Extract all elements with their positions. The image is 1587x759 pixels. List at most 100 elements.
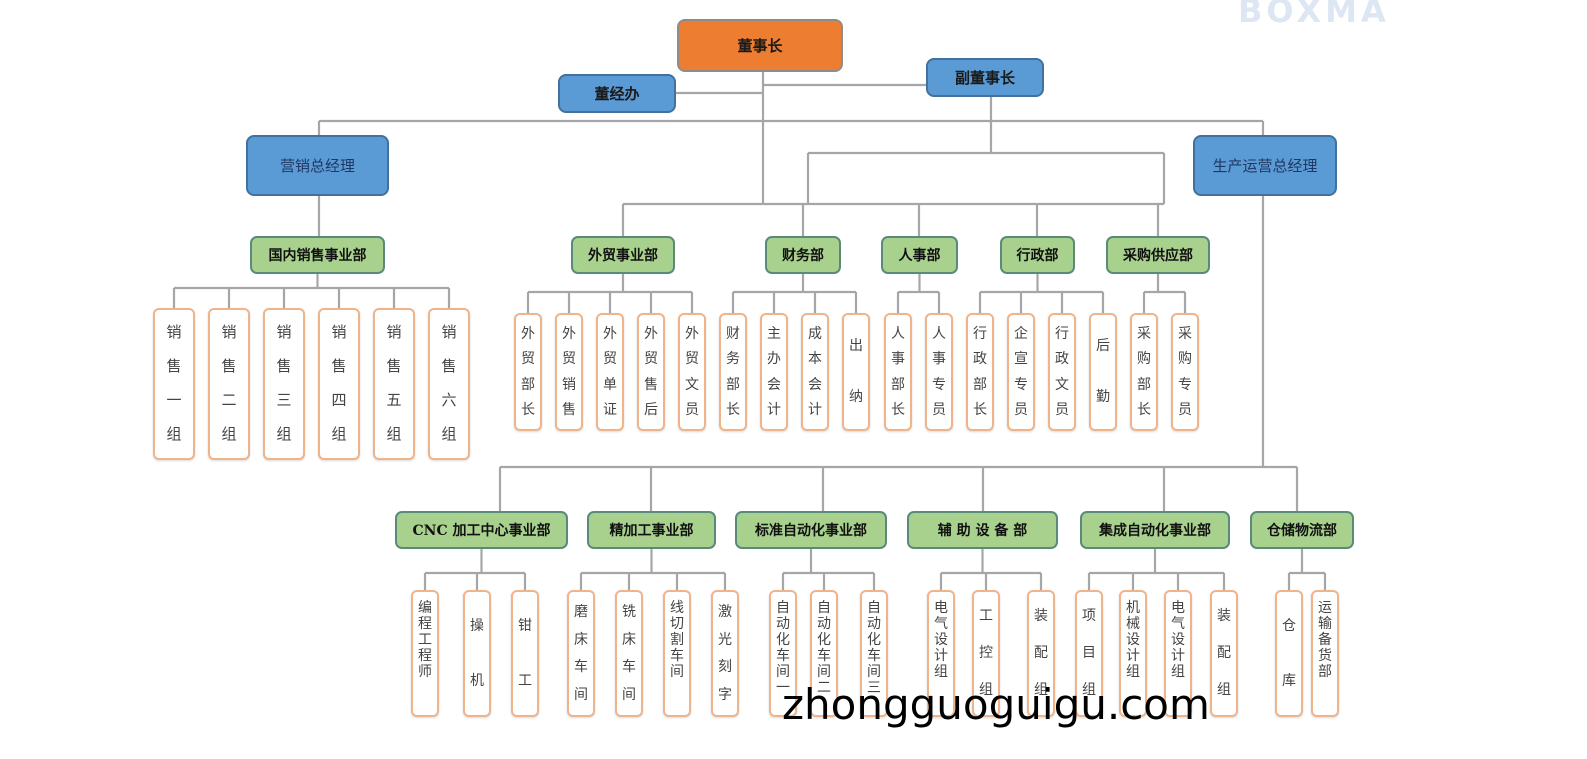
position-box[interactable]: 销售一组 (153, 308, 195, 460)
position-box[interactable]: 企宣专员 (1007, 313, 1035, 431)
position-char: 五 (386, 391, 402, 410)
department-box[interactable]: 行政部 (1000, 236, 1075, 274)
position-box[interactable]: 销售三组 (263, 308, 305, 460)
department-box[interactable]: 人事部 (881, 236, 958, 274)
department-box[interactable]: 国内销售事业部 (250, 236, 385, 274)
position-box[interactable]: 行政部长 (966, 313, 994, 431)
position-box[interactable]: 外贸单证 (596, 313, 624, 431)
position-box[interactable]: 运输备货部 (1311, 590, 1339, 717)
position-char: 销 (331, 323, 347, 342)
position-box[interactable]: 人事专员 (925, 313, 953, 431)
position-box[interactable]: 机械设计组 (1119, 590, 1147, 717)
position-box[interactable]: 工控组 (972, 590, 1000, 717)
position-box[interactable]: 磨床车间 (567, 590, 595, 717)
position-char: 本 (808, 351, 822, 368)
position-char: 长 (973, 402, 987, 419)
position-char: 电 (1171, 600, 1185, 616)
board-office-box[interactable]: 董经办 (558, 74, 676, 113)
position-char: 控 (979, 645, 993, 662)
position-box[interactable]: 外贸部长 (514, 313, 542, 431)
department-box[interactable]: 辅 助 设 备 部 (907, 511, 1058, 549)
position-char: 动 (776, 616, 790, 633)
position-char: 线 (670, 600, 684, 616)
department-box[interactable]: 财务部 (765, 236, 841, 274)
position-char: 专 (932, 376, 946, 393)
position-char: 组 (934, 664, 948, 681)
sales-gm-label: 营销总经理 (279, 157, 355, 175)
position-box[interactable]: 主办会计 (760, 313, 788, 431)
department-label: 集成自动化事业部 (1099, 523, 1211, 539)
department-box[interactable]: 外贸事业部 (571, 236, 675, 274)
department-box[interactable]: 精加工事业部 (587, 511, 716, 549)
position-box[interactable]: 行政文员 (1048, 313, 1076, 431)
position-box[interactable]: 激光刻字 (711, 590, 739, 717)
production-gm-box[interactable]: 生产运营总经理 (1193, 135, 1337, 196)
vice-chairman-box[interactable]: 副董事长 (926, 58, 1044, 97)
position-box[interactable]: 钳工 (511, 590, 539, 717)
position-char: 销 (276, 323, 292, 342)
position-box[interactable]: 销售五组 (373, 308, 415, 460)
position-box[interactable]: 自动化车间一 (769, 590, 797, 717)
sales-gm-box[interactable]: 营销总经理 (246, 135, 389, 196)
position-box[interactable]: 装配组 (1210, 590, 1238, 717)
position-box[interactable]: 项目组 (1075, 590, 1103, 717)
position-box[interactable]: 外贸文员 (678, 313, 706, 431)
position-char: 外 (603, 325, 617, 342)
department-box[interactable]: 集成自动化事业部 (1080, 511, 1230, 549)
department-box[interactable]: 标准自动化事业部 (735, 511, 887, 549)
position-box[interactable]: 财务部长 (719, 313, 747, 431)
position-box[interactable]: 仓库 (1275, 590, 1303, 717)
position-box[interactable]: 编程工程师 (411, 590, 439, 717)
position-box[interactable]: 采购专员 (1171, 313, 1199, 431)
position-char: 激 (718, 603, 732, 620)
vice-chairman-label: 副董事长 (954, 69, 1015, 87)
position-char: 单 (603, 376, 617, 393)
chairman-box[interactable]: 董事长 (677, 19, 843, 72)
department-box[interactable]: 仓储物流部 (1250, 511, 1354, 549)
position-box[interactable]: 线切割车间 (663, 590, 691, 717)
position-char: 工 (518, 673, 532, 690)
position-box[interactable]: 销售四组 (318, 308, 360, 460)
position-char: 车 (670, 648, 684, 665)
position-box[interactable]: 成本会计 (801, 313, 829, 431)
department-label: 采购供应部 (1123, 248, 1193, 264)
position-box[interactable]: 电气设计组 (927, 590, 955, 717)
position-box[interactable]: 铣床车间 (615, 590, 643, 717)
position-char: 床 (574, 631, 588, 648)
department-label: 标准自动化事业部 (755, 523, 867, 539)
position-char: 部 (891, 376, 905, 393)
position-char: 计 (1171, 648, 1185, 665)
position-char: 项 (1082, 608, 1096, 625)
position-char: 员 (685, 402, 699, 419)
position-box[interactable]: 出纳 (842, 313, 870, 431)
position-box[interactable]: 自动化车间三 (860, 590, 888, 717)
position-char: 售 (644, 376, 658, 393)
position-box[interactable]: 装配组 (1027, 590, 1055, 717)
position-char: 装 (1034, 608, 1048, 625)
department-box[interactable]: 采购供应部 (1106, 236, 1210, 274)
position-box[interactable]: 人事部长 (884, 313, 912, 431)
position-char: 操 (470, 617, 484, 634)
position-char: 纳 (849, 389, 863, 406)
position-char: 师 (418, 664, 432, 681)
position-box[interactable]: 操机 (463, 590, 491, 717)
position-char: 销 (386, 323, 402, 342)
position-char: 组 (331, 425, 347, 444)
position-char: 企 (1014, 325, 1028, 342)
position-box[interactable]: 电气设计组 (1164, 590, 1192, 717)
position-box[interactable]: 销售二组 (208, 308, 250, 460)
position-box[interactable]: 外贸销售 (555, 313, 583, 431)
position-box[interactable]: 后勤 (1089, 313, 1117, 431)
position-box[interactable]: 采购部长 (1130, 313, 1158, 431)
position-char: 程 (418, 616, 432, 633)
position-char: 输 (1318, 616, 1332, 633)
position-char: 部 (521, 376, 535, 393)
position-char: 采 (1178, 325, 1192, 342)
position-char: 程 (418, 648, 432, 665)
position-char: 员 (1055, 402, 1069, 419)
position-char: 长 (1137, 402, 1151, 419)
position-box[interactable]: 自动化车间二 (810, 590, 838, 717)
position-box[interactable]: 外贸售后 (637, 313, 665, 431)
department-box[interactable]: CNC 加工中心事业部 (395, 511, 568, 549)
position-box[interactable]: 销售六组 (428, 308, 470, 460)
